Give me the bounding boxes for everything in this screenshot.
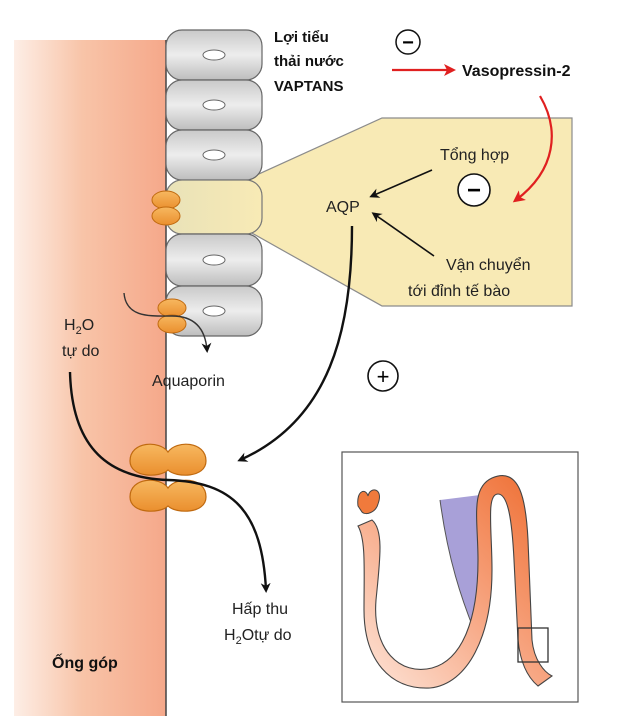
aqp-insertion-arrow	[237, 225, 354, 462]
transport-arrow	[371, 212, 435, 257]
label-h2o: H2O	[64, 317, 94, 337]
label-loi-tieu-1: Lợi tiểu	[274, 29, 329, 46]
minus-circle-top: −	[395, 29, 421, 55]
cell-2	[165, 79, 263, 131]
label-aquaporin: Aquaporin	[152, 373, 225, 390]
plus-sign: +	[377, 364, 390, 389]
label-tong-hop: Tổng hợp	[440, 146, 509, 164]
label-loi-tieu-2: thải nước	[274, 53, 344, 70]
label-van-chuyen-2: tới đỉnh tế bào	[408, 283, 510, 300]
label-tu-do: tự do	[62, 343, 100, 360]
aquaporin-small-top	[151, 190, 181, 226]
label-aqp: AQP	[326, 199, 360, 216]
nephron-capsule	[357, 489, 380, 515]
label-van-chuyen-1: Vận chuyển	[446, 256, 531, 274]
water-path-large-arrow	[68, 371, 271, 593]
label-h2o-tu-do: H2Otự do	[224, 627, 292, 647]
minus-circle-middle: −	[457, 173, 491, 207]
label-ong-gop: Ống góp	[52, 652, 118, 672]
nephron-highlight-box	[517, 627, 549, 663]
cell-4	[165, 233, 263, 287]
water-path-small-arrow	[123, 292, 212, 353]
cell-highlighted	[165, 179, 263, 235]
epithelial-cells	[165, 29, 263, 337]
cell-interior-panel	[249, 117, 573, 307]
cell-3	[165, 129, 263, 181]
synthesis-arrow	[369, 169, 433, 198]
plus-circle: +	[367, 360, 399, 392]
nephron-tubule	[357, 475, 554, 689]
label-vaptans: VAPTANS	[274, 78, 343, 95]
collecting-duct-lumen	[14, 40, 166, 716]
nephron-inset	[341, 451, 579, 703]
cell-1	[165, 29, 263, 81]
vasopressin-to-cell-arrow	[512, 95, 553, 203]
aquaporin-large	[129, 443, 207, 512]
label-hap-thu: Hấp thu	[232, 601, 288, 618]
aquaporin-small-bottom	[157, 298, 187, 334]
minus-sign-middle: −	[467, 177, 481, 204]
label-vasopressin: Vasopressin-2	[462, 63, 571, 80]
minus-sign-top: −	[402, 32, 414, 54]
